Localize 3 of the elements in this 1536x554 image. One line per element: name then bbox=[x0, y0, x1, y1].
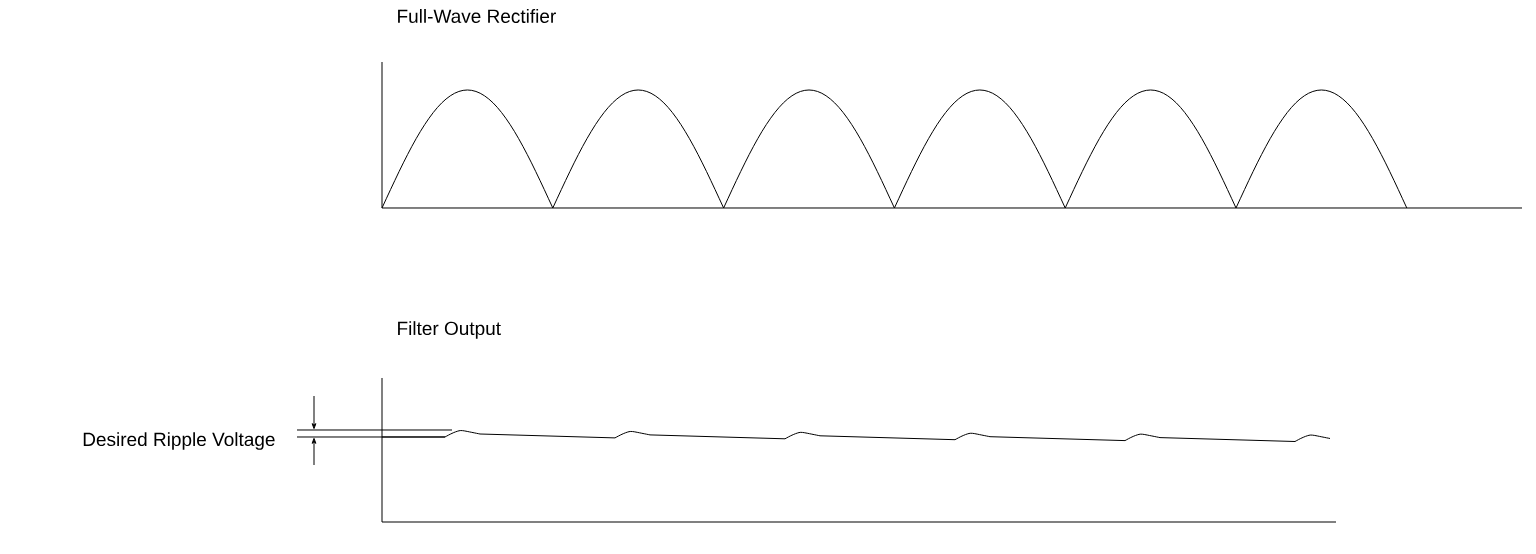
chart-title: Filter Output bbox=[398, 321, 501, 339]
dimension-label: Desired Ripple Voltage bbox=[83, 432, 275, 450]
chart-title: Full-Wave Rectifier bbox=[398, 9, 556, 23]
